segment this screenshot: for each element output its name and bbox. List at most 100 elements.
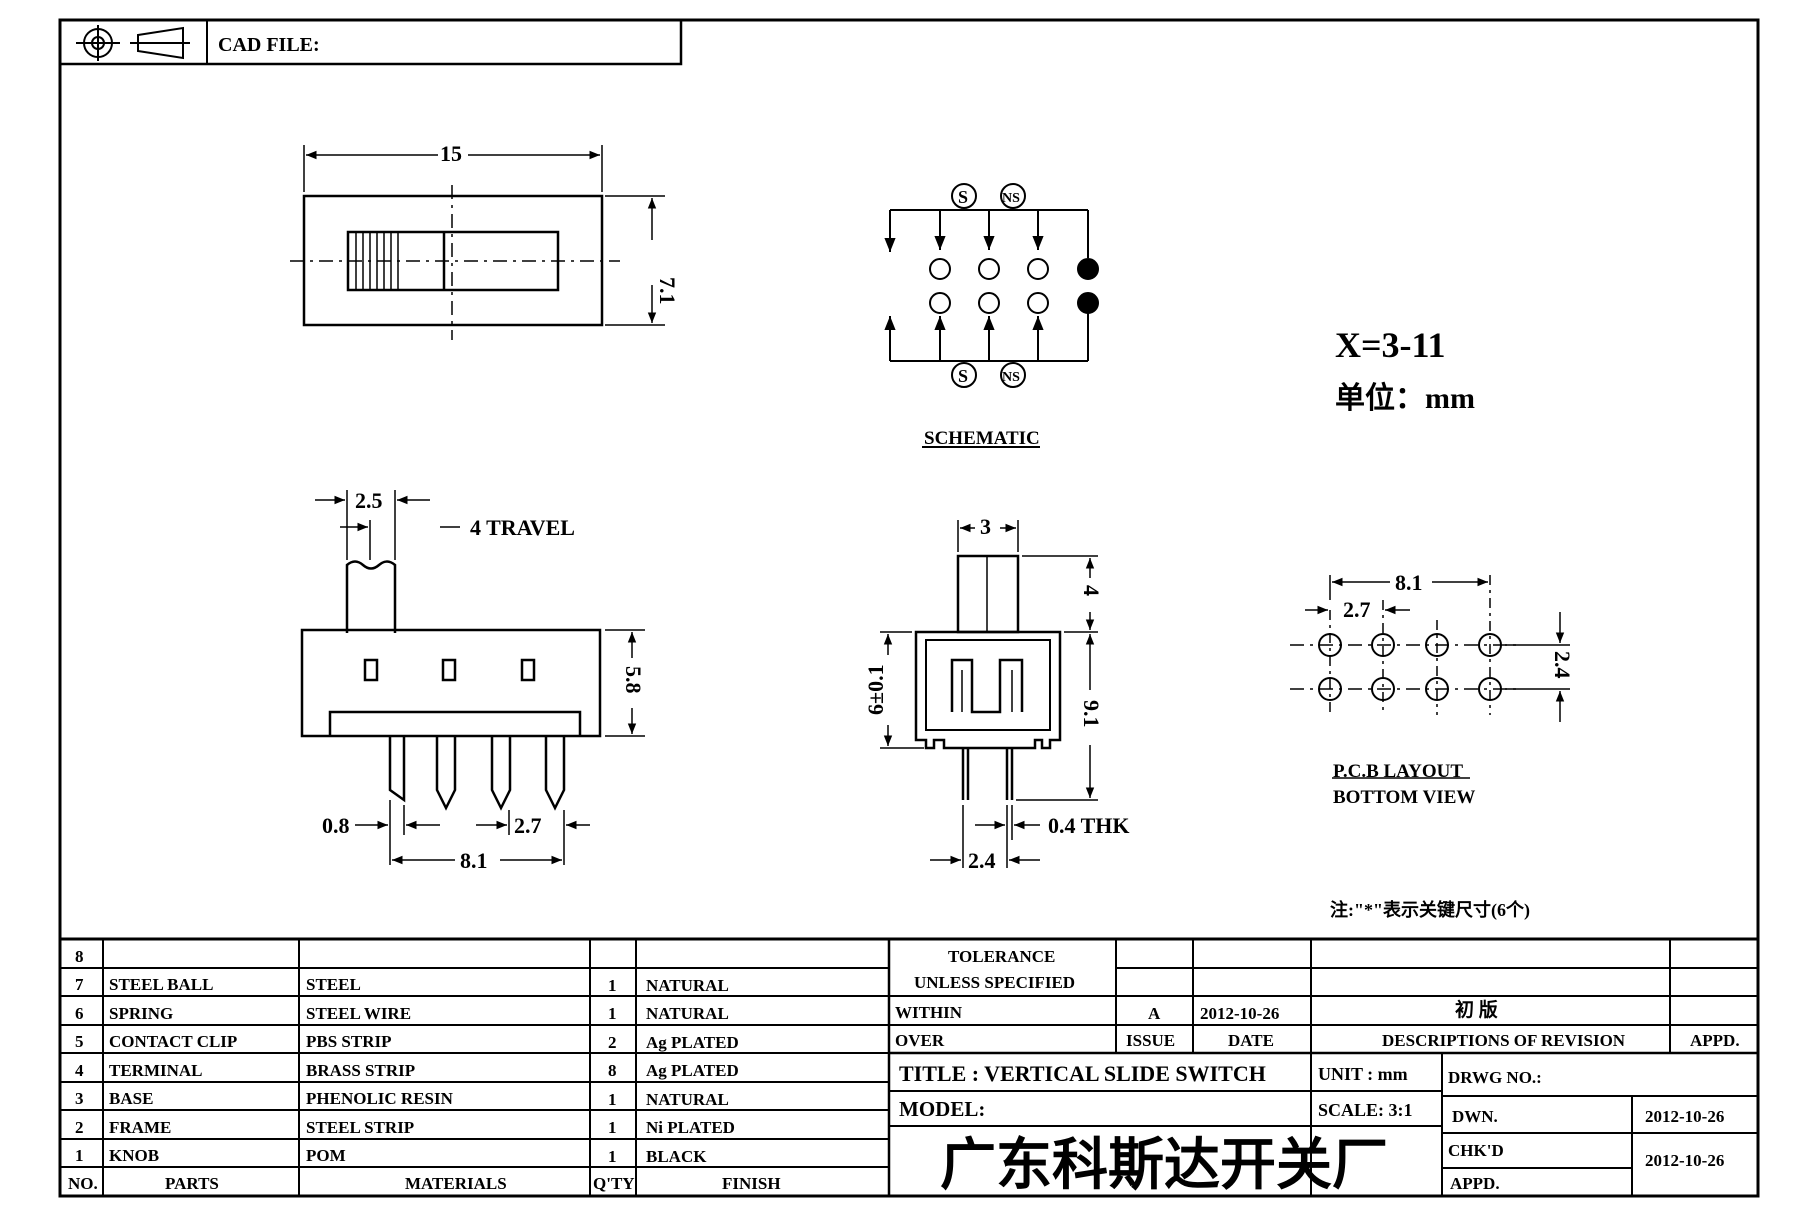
bom-part: CONTACT CLIP — [109, 1032, 237, 1051]
bom-qty: 1 — [608, 1118, 617, 1137]
bom-material: PBS STRIP — [306, 1032, 392, 1051]
dim-pin-pitch: 2.7 — [514, 813, 542, 838]
bom-material: POM — [306, 1146, 346, 1165]
schematic — [884, 183, 1099, 448]
checked-date: 2012-10-26 — [1645, 1151, 1724, 1170]
appd-label: APPD. — [1690, 1031, 1740, 1050]
schematic-s-bottom: S — [958, 366, 968, 386]
bom-part: STEEL BALL — [109, 975, 213, 994]
bom-finish: Ag PLATED — [646, 1061, 739, 1080]
bom-header-no: NO. — [68, 1174, 98, 1193]
date-value: 2012-10-26 — [1200, 1004, 1279, 1023]
bom-header-materials: MATERIALS — [405, 1174, 507, 1193]
bom-part: FRAME — [109, 1118, 171, 1137]
bom-finish: BLACK — [646, 1147, 707, 1166]
bom-material: STEEL STRIP — [306, 1118, 414, 1137]
bom-material: STEEL WIRE — [306, 1004, 411, 1023]
top-view — [290, 145, 665, 340]
issue-label: ISSUE — [1126, 1031, 1175, 1050]
unit-note: 单位：mm — [1335, 381, 1475, 415]
bom-qty: 8 — [608, 1061, 617, 1080]
bom-finish: NATURAL — [646, 1090, 729, 1109]
bom-part: KNOB — [109, 1146, 159, 1165]
dim-travel: 4 TRAVEL — [470, 515, 575, 540]
bom-part: BASE — [109, 1089, 153, 1108]
drawing-title: TITLE : VERTICAL SLIDE SWITCH — [899, 1061, 1266, 1086]
bottom-table-grid — [60, 937, 1759, 1196]
bom-qty: 1 — [608, 1004, 617, 1023]
dim-pcb-row: 2.4 — [1550, 651, 1575, 679]
drawing-number-label: DRWG NO.: — [1448, 1068, 1542, 1087]
bom-no: 4 — [75, 1061, 84, 1080]
schematic-s-top: S — [958, 187, 968, 207]
bom-header-parts: PARTS — [165, 1174, 219, 1193]
dim-knob-width: 2.5 — [355, 488, 383, 513]
bom-no: 5 — [75, 1032, 84, 1051]
dim-pcb-pitch: 2.7 — [1343, 597, 1371, 622]
revision-value: 初 版 — [1455, 998, 1498, 1021]
title-block: TOLERANCE UNLESS SPECIFIED WITHIN OVER A… — [895, 947, 1740, 1197]
bom-header-qty: Q'TY — [593, 1174, 635, 1193]
bom-finish: Ni PLATED — [646, 1118, 735, 1137]
drawn-date: 2012-10-26 — [1645, 1107, 1724, 1126]
bom-part: TERMINAL — [109, 1061, 203, 1080]
bom-no: 3 — [75, 1089, 84, 1108]
bom-part: SPRING — [109, 1004, 173, 1023]
approved-label: APPD. — [1450, 1174, 1500, 1193]
bom-qty: 1 — [608, 1147, 617, 1166]
dim-pin-span: 8.1 — [460, 848, 488, 873]
drawing-border — [58, 18, 1760, 1198]
schematic-ns-top: NS — [1002, 191, 1020, 206]
bom-finish: NATURAL — [646, 976, 729, 995]
dim-body-height: 5.8 — [621, 666, 646, 694]
issue-value: A — [1148, 1004, 1161, 1023]
bom-qty: 1 — [608, 1090, 617, 1109]
desc-revision-label: DESCRIPTIONS OF REVISION — [1382, 1031, 1626, 1050]
dim-pcb-span: 8.1 — [1395, 570, 1423, 595]
bom-material: STEEL — [306, 975, 361, 994]
header-box: CAD FILE: — [58, 18, 683, 66]
side-view — [300, 490, 645, 865]
cad-file-label: CAD FILE: — [218, 34, 320, 56]
dim-total-height: 9.1 — [1079, 700, 1104, 728]
bom-qty: 2 — [608, 1033, 617, 1052]
unless-specified-label: UNLESS SPECIFIED — [914, 973, 1075, 992]
bom-finish: NATURAL — [646, 1004, 729, 1023]
bom-qty: 1 — [608, 976, 617, 995]
pcb-bottom-view-label: BOTTOM VIEW — [1333, 787, 1475, 808]
dim-row-spacing: 2.4 — [968, 848, 996, 873]
end-view — [880, 520, 1098, 868]
bom-finish: Ag PLATED — [646, 1033, 739, 1052]
bom-no: 6 — [75, 1004, 84, 1023]
bom-no: 7 — [75, 975, 84, 994]
over-label: OVER — [895, 1031, 945, 1050]
projection-symbol-icon — [76, 25, 190, 61]
unit-label: UNIT : mm — [1318, 1064, 1408, 1084]
schematic-label: SCHEMATIC — [924, 428, 1040, 449]
pcb-layout — [1290, 575, 1570, 779]
dim-pin-thickness: 0.4 THK — [1048, 813, 1130, 838]
tolerance-label: TOLERANCE — [948, 947, 1055, 966]
pcb-layout-label: P.C.B LAYOUT — [1333, 761, 1463, 782]
key-dimension-note: 注:"*"表示关键尺寸(6个) — [1330, 899, 1530, 921]
x-range-note: X=3-11 — [1335, 325, 1446, 365]
bom-table: 8 7 STEEL BALL STEEL 1 NATURAL 6 SPRING … — [68, 947, 781, 1193]
dim-knob-height: 4 — [1079, 585, 1104, 596]
dim-pin-width: 0.8 — [322, 813, 350, 838]
within-label: WITHIN — [895, 1003, 963, 1022]
bom-no: 1 — [75, 1146, 84, 1165]
bom-header-finish: FINISH — [722, 1174, 781, 1193]
company-name: 广东科斯达开关厂 — [940, 1135, 1388, 1197]
dim-top-height: 7.1 — [655, 277, 680, 305]
dim-knob-thickness: 3 — [980, 514, 991, 539]
scale-label: SCALE: 3:1 — [1318, 1100, 1413, 1120]
bom-material: BRASS STRIP — [306, 1061, 415, 1080]
dim-frame-height: 6±0.1 — [863, 664, 888, 715]
checked-label: CHK'D — [1448, 1141, 1504, 1160]
schematic-ns-bottom: NS — [1002, 370, 1020, 385]
bom-material: PHENOLIC RESIN — [306, 1089, 454, 1108]
bom-no: 8 — [75, 947, 84, 966]
drawn-label: DWN. — [1452, 1107, 1498, 1126]
date-label: DATE — [1228, 1031, 1274, 1050]
